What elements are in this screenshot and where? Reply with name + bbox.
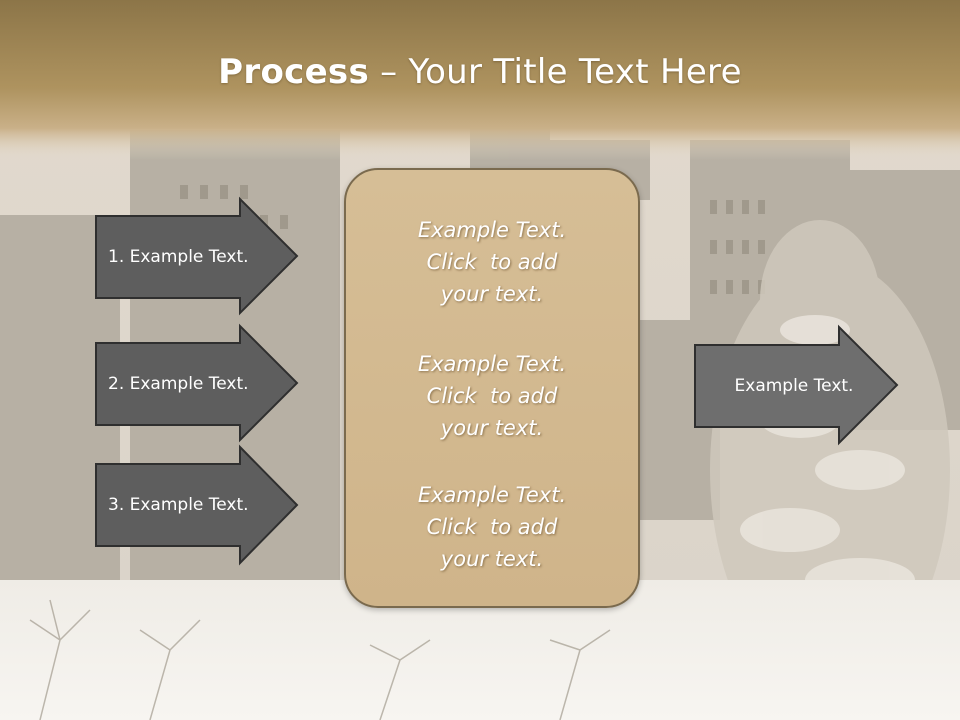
center-text-box[interactable]: Example Text. Click to add your text. Ex… xyxy=(344,168,640,608)
paragraph-line: Click to add xyxy=(426,515,558,539)
center-paragraph-1: Example Text. Click to add your text. xyxy=(346,214,638,310)
paragraph-line: your text. xyxy=(440,547,544,571)
slide-title-bold: Process xyxy=(218,52,370,92)
paragraph-line: Example Text. xyxy=(417,483,567,507)
center-paragraph-2: Example Text. Click to add your text. xyxy=(346,348,638,444)
arrow-shape-icon xyxy=(95,444,299,566)
process-step-1-arrow[interactable]: 1. Example Text. xyxy=(95,196,300,316)
process-step-3-arrow[interactable]: 3. Example Text. xyxy=(95,444,300,566)
process-output-label: Example Text. xyxy=(734,376,854,396)
paragraph-line: Click to add xyxy=(426,384,558,408)
arrow-shape-icon xyxy=(95,323,299,443)
arrow-shape-icon xyxy=(694,324,899,446)
paragraph-line: Example Text. xyxy=(417,352,567,376)
process-step-1-label: 1. Example Text. xyxy=(108,247,249,267)
paragraph-line: your text. xyxy=(440,282,544,306)
arrow-shape-icon xyxy=(95,196,299,316)
paragraph-line: Example Text. xyxy=(417,218,567,242)
process-output-arrow[interactable]: Example Text. xyxy=(694,324,900,446)
paragraph-line: Click to add xyxy=(426,250,558,274)
process-step-3-label: 3. Example Text. xyxy=(108,495,249,515)
process-step-2-arrow[interactable]: 2. Example Text. xyxy=(95,323,300,443)
slide-title: Process – Your Title Text Here xyxy=(0,52,960,92)
paragraph-line: your text. xyxy=(440,416,544,440)
center-paragraph-3: Example Text. Click to add your text. xyxy=(346,479,638,575)
slide-title-rest: – Your Title Text Here xyxy=(369,52,742,92)
process-step-2-label: 2. Example Text. xyxy=(108,374,249,394)
